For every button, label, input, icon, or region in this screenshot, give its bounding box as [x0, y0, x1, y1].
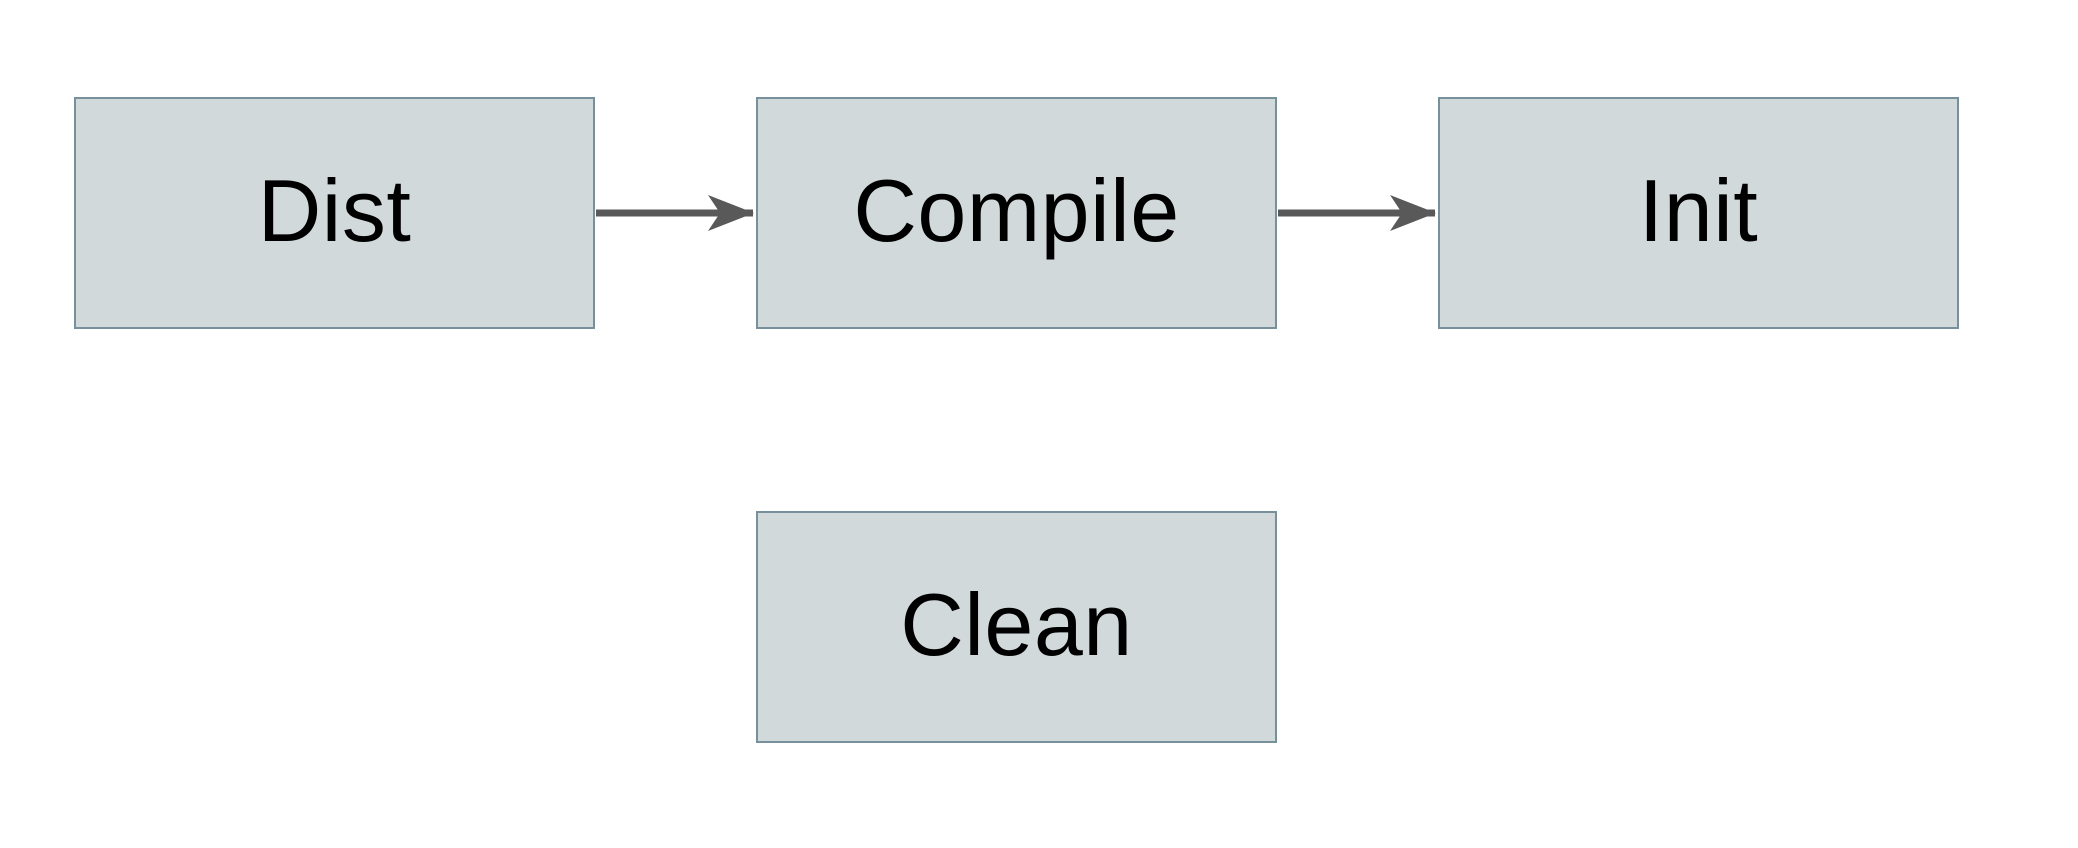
node-dist-label: Dist [257, 161, 412, 260]
node-init: Init [1438, 97, 1959, 329]
node-compile-label: Compile [853, 161, 1180, 260]
node-init-label: Init [1638, 161, 1759, 260]
node-dist: Dist [74, 97, 595, 329]
node-clean: Clean [756, 511, 1277, 743]
node-compile: Compile [756, 97, 1277, 329]
node-clean-label: Clean [900, 575, 1133, 674]
